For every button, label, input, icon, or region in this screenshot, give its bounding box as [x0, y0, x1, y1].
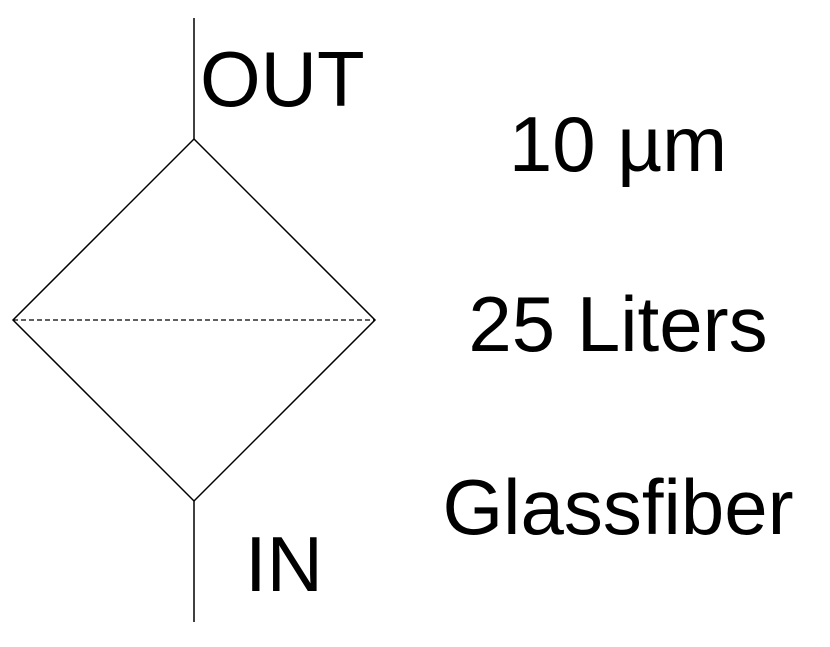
outlet-label: OUT — [200, 35, 365, 123]
volume-label: 25 Liters — [468, 280, 768, 368]
pore-size-label: 10 µm — [508, 100, 728, 188]
inlet-label: IN — [245, 520, 323, 608]
material-label: Glassfiber — [442, 463, 794, 551]
